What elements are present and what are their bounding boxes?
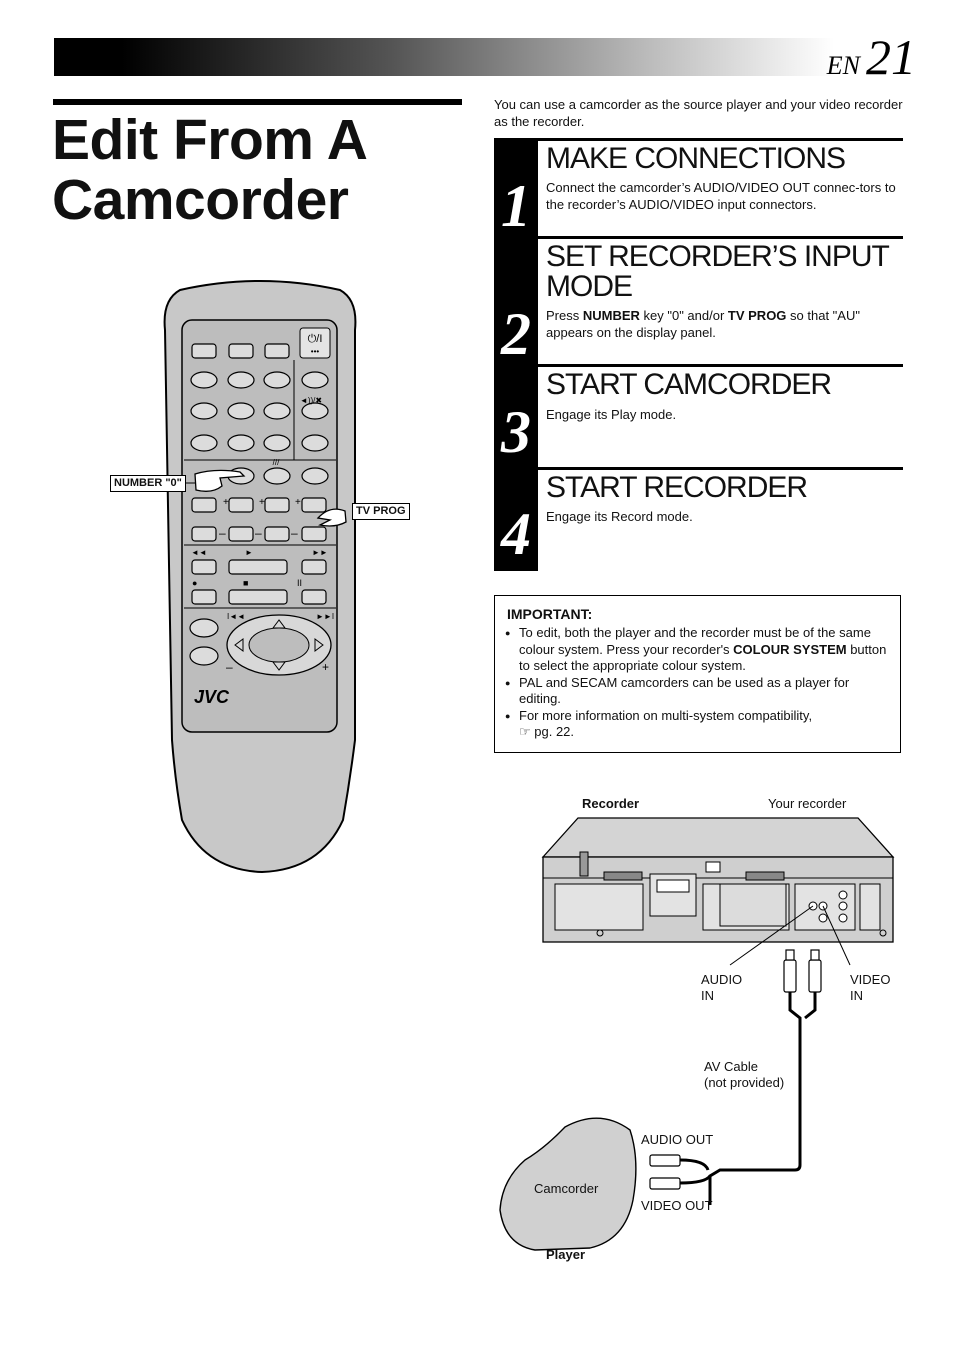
step-rule-4 bbox=[538, 467, 903, 470]
camcorder-illustration bbox=[499, 1117, 637, 1251]
hand-pointer-number bbox=[194, 469, 246, 492]
important-item: For more information on multi-system com… bbox=[505, 708, 890, 741]
step-body-3: Engage its Play mode. bbox=[546, 407, 677, 422]
your-recorder-label: Your recorder bbox=[768, 796, 847, 811]
step-rule-3 bbox=[538, 364, 903, 367]
step-rule-1 bbox=[538, 138, 903, 141]
important-box: IMPORTANT: To edit, both the player and … bbox=[494, 595, 901, 753]
svg-text:●: ● bbox=[192, 578, 197, 588]
title-rule bbox=[53, 99, 462, 105]
important-list: To edit, both the player and the recorde… bbox=[505, 625, 890, 741]
power-icon: ⏻/I bbox=[308, 333, 323, 345]
svg-text:II: II bbox=[297, 578, 302, 588]
step-title-3: START CAMCORDER bbox=[546, 368, 832, 401]
recorder-illustration bbox=[541, 817, 895, 943]
svg-text:►: ► bbox=[245, 548, 253, 557]
video-out-label: VIDEO OUT bbox=[641, 1198, 713, 1213]
step-title-4: START RECORDER bbox=[546, 471, 808, 504]
svg-text:–: – bbox=[226, 660, 233, 674]
step-number-1: 1 bbox=[501, 173, 531, 239]
step-number-3: 3 bbox=[501, 399, 531, 465]
step-body-1: Connect the camcorder’s AUDIO/VIDEO OUT … bbox=[546, 180, 896, 212]
svg-text:I◄◄: I◄◄ bbox=[227, 612, 245, 621]
svg-text:–: – bbox=[255, 526, 262, 540]
svg-text:►►I: ►►I bbox=[316, 612, 334, 621]
svg-text:►►: ►► bbox=[312, 548, 328, 557]
jvc-logo: JVC bbox=[194, 687, 230, 707]
step-number-2: 2 bbox=[501, 301, 531, 367]
important-title: IMPORTANT: bbox=[507, 606, 593, 622]
callout-tv-prog: TV PROG bbox=[352, 503, 410, 520]
intro-text: You can use a camcorder as the source pl… bbox=[494, 97, 903, 129]
svg-text:•••: ••• bbox=[311, 347, 320, 356]
step-body-4: Engage its Record mode. bbox=[546, 509, 693, 524]
step-rule-2 bbox=[538, 236, 903, 239]
step-body-2: Press NUMBER key "0" and/or TV PROG so t… bbox=[546, 308, 860, 340]
callout-number-0: NUMBER "0" bbox=[110, 475, 186, 492]
svg-text:–: – bbox=[291, 526, 298, 540]
steps-bar bbox=[494, 138, 538, 571]
svg-text:■: ■ bbox=[243, 578, 248, 588]
camcorder-label: Camcorder bbox=[534, 1181, 599, 1196]
svg-text:+: + bbox=[259, 497, 265, 508]
audio-out-label: AUDIO OUT bbox=[641, 1132, 714, 1147]
step-number-4: 4 bbox=[501, 501, 531, 567]
svg-text:+: + bbox=[322, 660, 329, 674]
svg-text:–: – bbox=[219, 526, 226, 540]
svg-text:◄◄: ◄◄ bbox=[191, 548, 207, 557]
recorder-label: Recorder bbox=[582, 796, 640, 811]
svg-text:+: + bbox=[223, 497, 229, 508]
important-item: To edit, both the player and the recorde… bbox=[505, 625, 890, 675]
step-title-2: SET RECORDER’S INPUT MODE bbox=[546, 240, 889, 303]
header-bar bbox=[54, 38, 902, 76]
svg-text:+: + bbox=[295, 497, 301, 508]
svg-text:◄))/✖: ◄))/✖ bbox=[300, 396, 322, 405]
svg-text:///: /// bbox=[273, 458, 280, 467]
av-cable-label: AV Cable(not provided) bbox=[704, 1059, 785, 1090]
step-title-1: MAKE CONNECTIONS bbox=[546, 142, 846, 175]
hand-pointer-tvprog bbox=[316, 508, 347, 527]
important-item: PAL and SECAM camcorders can be used as … bbox=[505, 675, 890, 708]
player-label: Player bbox=[546, 1247, 586, 1262]
